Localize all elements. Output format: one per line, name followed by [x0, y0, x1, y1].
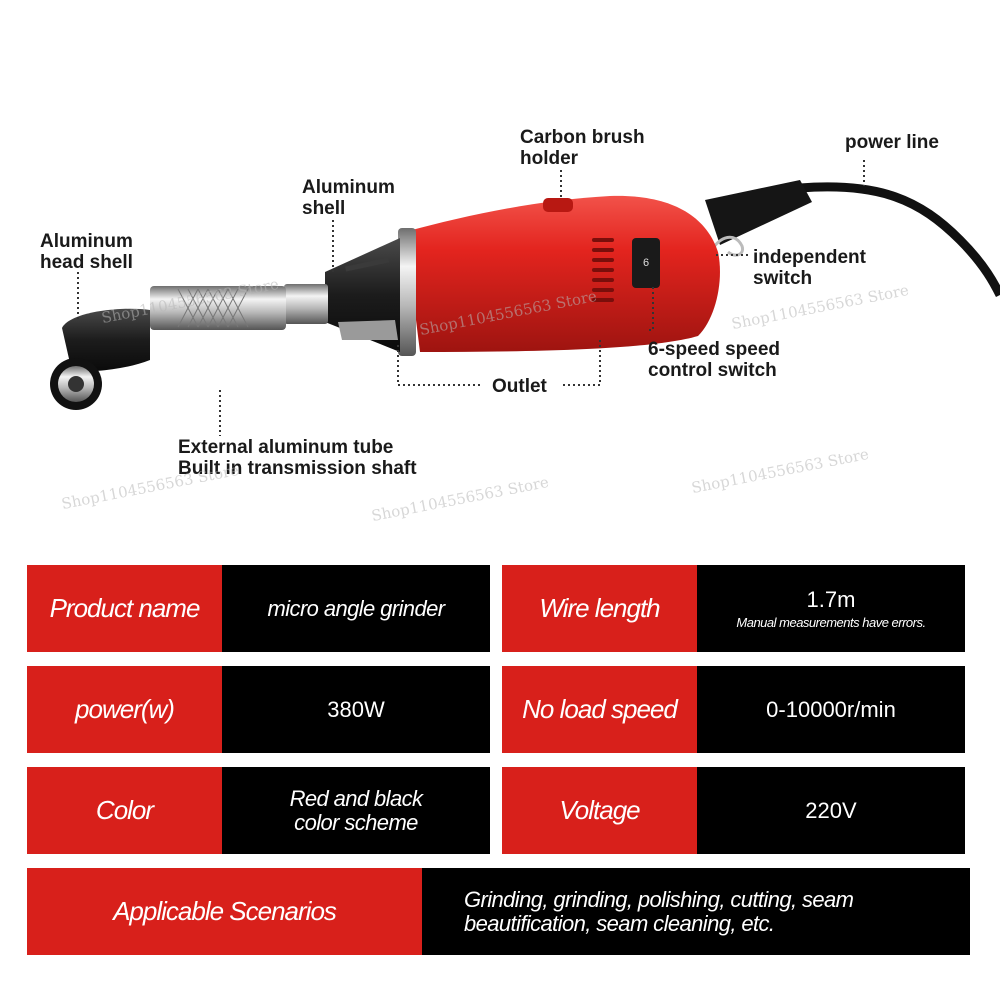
spec-label: No load speed [502, 666, 697, 753]
spec-row-power: power(w) 380W [27, 666, 490, 753]
callout-carbon-brush-holder: Carbon brush holder [520, 127, 645, 169]
spec-label: Color [27, 767, 222, 854]
callout-independent-switch: independent switch [753, 247, 866, 289]
spec-row-applicable-scenarios: Applicable Scenarios Grinding, grinding,… [27, 868, 970, 955]
callout-aluminum-shell: Aluminum shell [302, 177, 395, 219]
spec-label: Wire length [502, 565, 697, 652]
speed-dial [632, 238, 660, 288]
spec-row-color: Color Red and black color scheme [27, 767, 490, 854]
spec-value-text: Grinding, grinding, polishing, cutting, … [464, 886, 854, 936]
spec-value: 220V [697, 767, 965, 854]
spec-row-product-name: Product name micro angle grinder [27, 565, 490, 652]
spec-row-voltage: Voltage 220V [502, 767, 965, 854]
spec-value: 380W [222, 666, 490, 753]
spec-value-text: 380W [327, 696, 385, 722]
callout-power-line: power line [845, 132, 939, 153]
lock-lever [338, 320, 398, 340]
motor-body [405, 195, 720, 352]
vent-slots [592, 238, 614, 302]
spec-value-text: 0-10000r/min [766, 696, 896, 722]
hook-wire [710, 235, 745, 257]
product-illustration: 6 [40, 127, 1000, 525]
callout-aluminum-tube: External aluminum tube Built in transmis… [178, 437, 417, 479]
spec-value: Red and black color scheme [222, 767, 490, 854]
spec-value-text: 220V [805, 797, 857, 823]
cord-strain-relief [705, 180, 812, 245]
spec-value-text: Red and black color scheme [289, 785, 423, 835]
spec-value: micro angle grinder [222, 565, 490, 652]
callout-speed-control-switch: 6-speed speed control switch [648, 339, 780, 381]
callout-aluminum-head-shell: Aluminum head shell [40, 231, 133, 273]
spec-row-wire-length: Wire length 1.7m Manual measurements hav… [502, 565, 965, 652]
spec-value-text: 1.7m [806, 586, 856, 612]
angle-head [62, 308, 150, 372]
spec-value-note: Manual measurements have errors. [736, 614, 926, 630]
svg-text:6: 6 [643, 257, 649, 269]
power-cord [799, 182, 1000, 298]
spec-label: Applicable Scenarios [27, 868, 422, 955]
spec-value-text: micro angle grinder [267, 595, 446, 621]
spec-value: 0-10000r/min [697, 666, 965, 753]
spec-value: 1.7m Manual measurements have errors. [697, 565, 965, 652]
spec-label: Product name [27, 565, 222, 652]
spec-label: Voltage [502, 767, 697, 854]
spec-row-no-load-speed: No load speed 0-10000r/min [502, 666, 965, 753]
callout-outlet: Outlet [492, 376, 547, 397]
spec-label: power(w) [27, 666, 222, 753]
spec-value: Grinding, grinding, polishing, cutting, … [422, 868, 970, 955]
angle-grinder-image: 6 [50, 160, 1000, 436]
